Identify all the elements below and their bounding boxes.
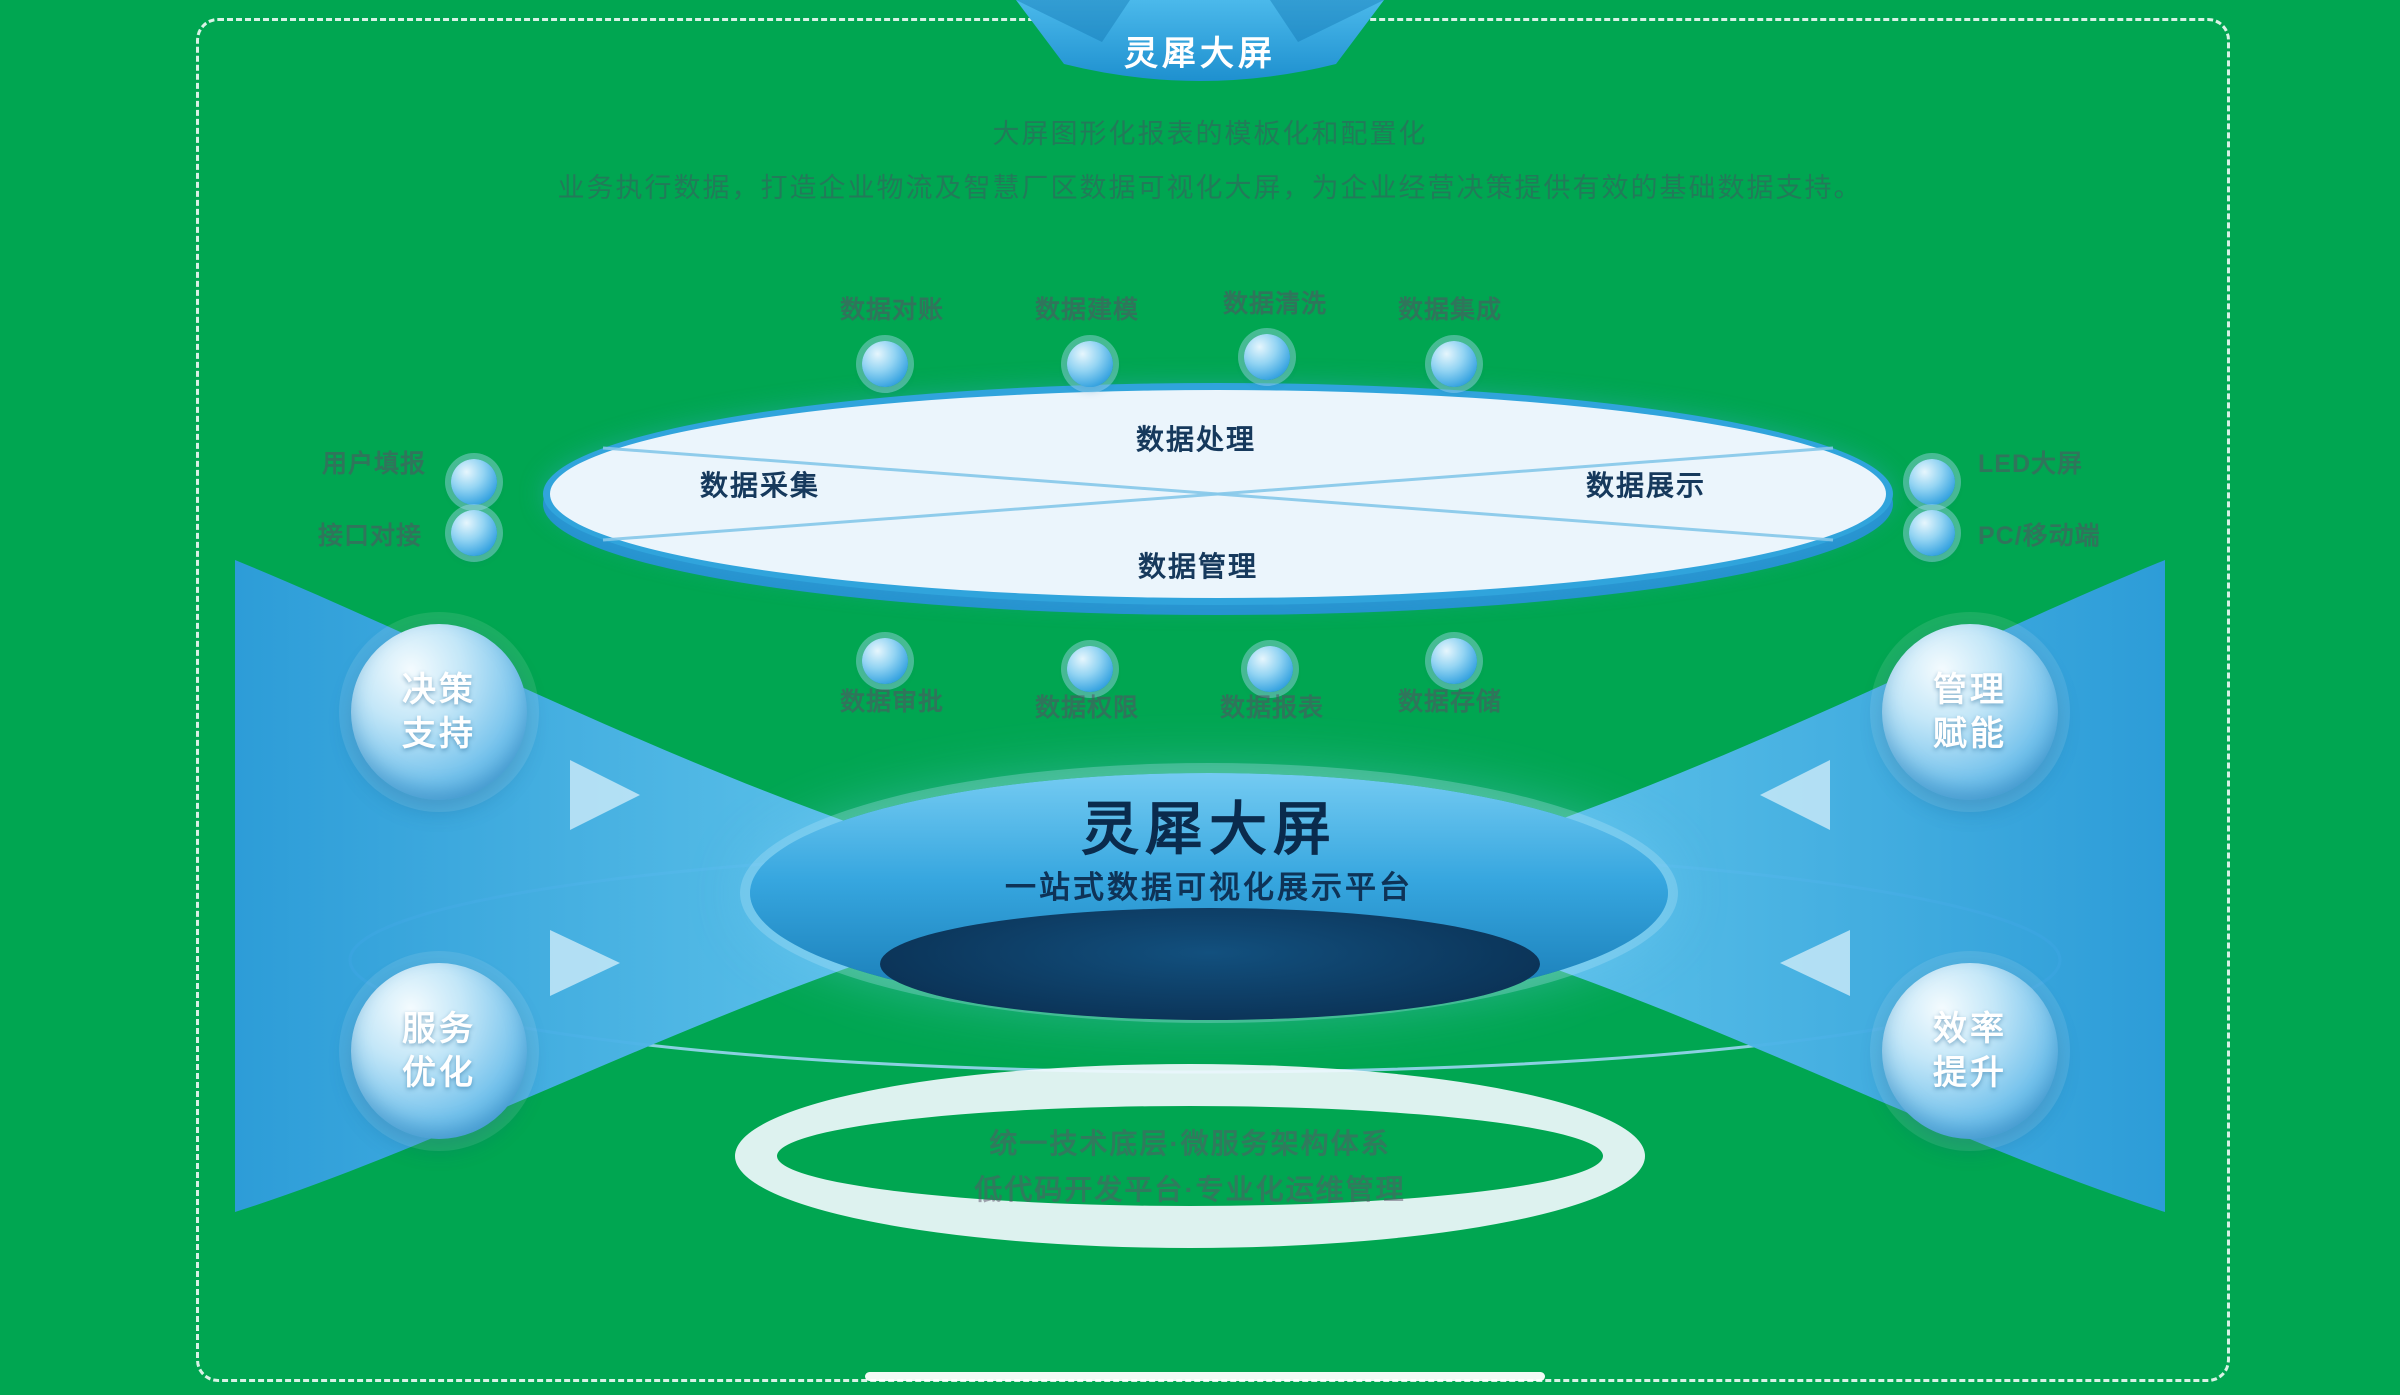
node-sphere-bottom-1 bbox=[862, 638, 908, 684]
banner-ribbon bbox=[1016, 0, 1384, 81]
node-sphere-top-4 bbox=[1431, 341, 1477, 387]
node-label-top-2: 数据建模 bbox=[1034, 296, 1139, 324]
node-label-right-1: LED大屏 bbox=[1978, 450, 2084, 478]
corner-label-line1: 服务 bbox=[402, 1010, 476, 1048]
corner-label-line2: 优化 bbox=[402, 1054, 476, 1092]
description-line2: 业务执行数据，打造企业物流及智慧厂区数据可视化大屏，为企业经营决策提供有效的基础… bbox=[557, 173, 1863, 203]
quadrant-label-left: 数据采集 bbox=[699, 470, 820, 501]
corner-sphere-decision-support: 决策 支持 bbox=[351, 624, 527, 800]
bottom-accent-line bbox=[865, 1372, 1545, 1381]
left-chevron-1-icon bbox=[570, 760, 640, 830]
left-chevron-2-icon bbox=[550, 930, 620, 996]
node-sphere-left-1 bbox=[451, 459, 497, 505]
node-sphere-bottom-2 bbox=[1067, 646, 1113, 692]
node-sphere-right-1 bbox=[1909, 459, 1955, 505]
node-label-top-3: 数据清洗 bbox=[1222, 290, 1327, 318]
corner-label-line1: 管理 bbox=[1933, 671, 2007, 709]
quadrant-divider-lines bbox=[602, 446, 1834, 542]
right-chevron-1-icon bbox=[1760, 760, 1830, 830]
node-label-bottom-3: 数据报表 bbox=[1219, 694, 1324, 722]
node-label-top-1: 数据对账 bbox=[839, 296, 944, 324]
node-sphere-right-2 bbox=[1909, 510, 1955, 556]
node-sphere-top-3 bbox=[1244, 334, 1290, 380]
node-sphere-bottom-4 bbox=[1431, 638, 1477, 684]
quadrant-label-bottom: 数据管理 bbox=[1137, 551, 1258, 582]
center-subtitle: 一站式数据可视化展示平台 bbox=[1005, 870, 1413, 905]
corner-label-line2: 赋能 bbox=[1933, 715, 2007, 753]
corner-label-line2: 支持 bbox=[402, 715, 476, 753]
right-chevron-2-icon bbox=[1780, 930, 1850, 996]
foundation-text-line1: 统一技术底层·微服务架构体系 bbox=[989, 1128, 1391, 1159]
node-sphere-top-2 bbox=[1067, 341, 1113, 387]
corner-label-line2: 提升 bbox=[1933, 1054, 2007, 1092]
center-platform-core bbox=[880, 908, 1540, 1020]
center-title: 灵犀大屏 bbox=[1080, 797, 1337, 862]
node-label-left-2: 接口对接 bbox=[317, 522, 422, 550]
node-sphere-top-1 bbox=[862, 341, 908, 387]
node-label-bottom-1: 数据审批 bbox=[839, 688, 944, 716]
node-label-left-1: 用户填报 bbox=[321, 450, 426, 478]
node-sphere-bottom-3 bbox=[1247, 646, 1293, 692]
corner-sphere-service-optimization: 服务 优化 bbox=[351, 963, 527, 1139]
corner-sphere-efficiency-improvement: 效率 提升 bbox=[1882, 963, 2058, 1139]
corner-sphere-management-empowerment: 管理 赋能 bbox=[1882, 624, 2058, 800]
node-label-top-4: 数据集成 bbox=[1397, 296, 1502, 324]
foundation-text-line2: 低代码开发平台·专业化运维管理 bbox=[974, 1174, 1406, 1205]
node-label-bottom-4: 数据存储 bbox=[1397, 688, 1502, 716]
banner-title: 灵犀大屏 bbox=[1124, 35, 1276, 73]
node-label-bottom-2: 数据权限 bbox=[1034, 694, 1139, 722]
corner-label-line1: 效率 bbox=[1933, 1010, 2007, 1048]
quadrant-label-top: 数据处理 bbox=[1135, 424, 1256, 455]
node-sphere-left-2 bbox=[451, 510, 497, 556]
quadrant-label-right: 数据展示 bbox=[1585, 470, 1706, 501]
node-label-right-2: PC/移动端 bbox=[1978, 522, 2101, 550]
description-line1: 大屏图形化报表的模板化和配置化 bbox=[992, 119, 1428, 149]
corner-label-line1: 决策 bbox=[402, 671, 476, 709]
